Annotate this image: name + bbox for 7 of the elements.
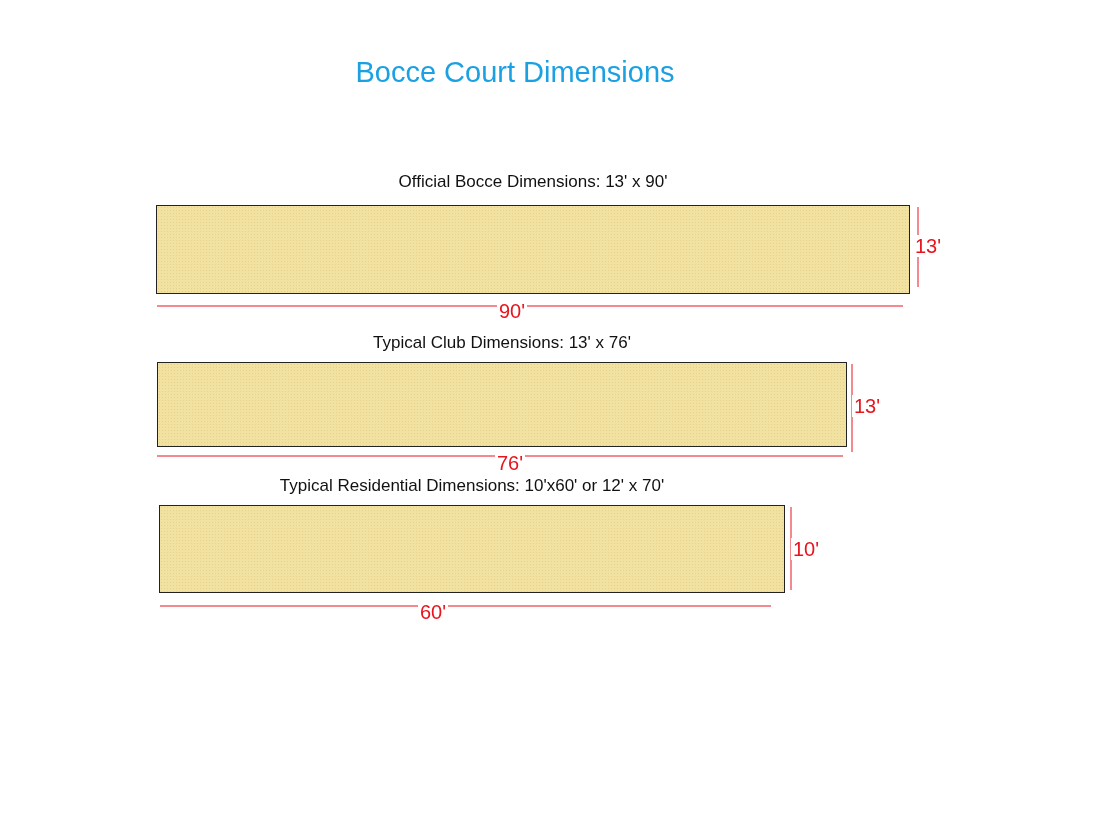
dimension-label: 13' [852, 395, 883, 417]
court-heading: Official Bocce Dimensions: 13' x 90' [397, 172, 669, 192]
title: Bocce Court Dimensions [354, 56, 676, 89]
dimension-label: 10' [791, 538, 822, 560]
dimension-label: 13' [913, 235, 944, 257]
court-heading: Typical Club Dimensions: 13' x 76' [372, 333, 632, 353]
court-heading: Typical Residential Dimensions: 10'x60' or 12' x 70' [278, 476, 666, 496]
